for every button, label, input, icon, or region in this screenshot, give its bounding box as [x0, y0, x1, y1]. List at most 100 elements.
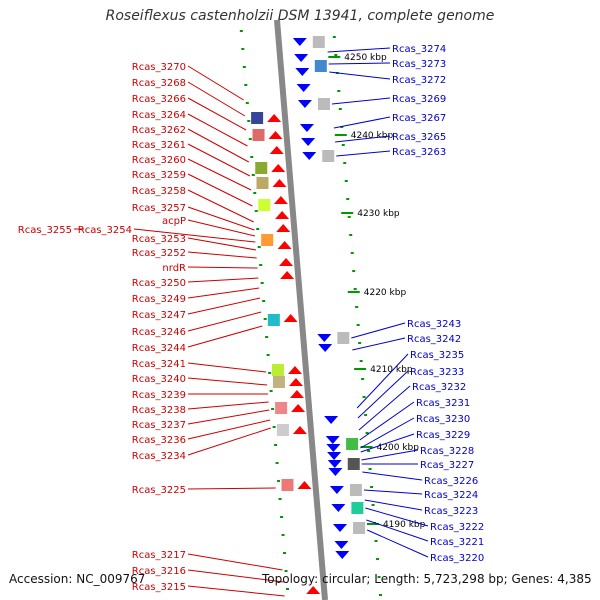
scale-dot: [368, 468, 372, 470]
scale-dot: [266, 354, 270, 356]
left-gene-label: Rcas_3215: [132, 582, 186, 593]
scale-dot: [272, 426, 276, 428]
forward-gene-arrow: [297, 481, 312, 489]
scale-dot: [353, 288, 357, 290]
right-gene-label: Rcas_3227: [420, 460, 474, 471]
gene-box: [252, 129, 265, 141]
left-leader-line: [187, 287, 260, 299]
left-leader-line: [133, 228, 256, 243]
scale-dot: [250, 156, 254, 158]
scale-dot: [334, 54, 338, 56]
right-gene-label: Rcas_3222: [430, 522, 484, 533]
scale-dot: [269, 390, 273, 392]
left-gene-label: Rcas_3216: [132, 566, 186, 577]
forward-gene-arrow: [271, 164, 286, 172]
scale-dot: [332, 36, 336, 38]
scale-dot: [256, 228, 260, 230]
right-gene-label: Rcas_3263: [392, 147, 446, 158]
left-leader-line: [187, 362, 267, 373]
scale-label: 4240 kbp: [351, 131, 394, 141]
gene-box: [346, 438, 359, 450]
forward-gene-arrow: [291, 404, 306, 412]
right-leader-line: [367, 529, 429, 558]
left-leader-line: [187, 427, 271, 456]
left-gene-label: nrdR: [162, 263, 186, 274]
right-gene-label: Rcas_3272: [392, 75, 446, 86]
left-gene-label: Rcas_3225: [132, 485, 186, 496]
genome-backbone: [274, 19, 328, 600]
left-gene-label: acpP: [162, 216, 186, 227]
scale-dot: [263, 318, 267, 320]
forward-gene-arrow: [272, 179, 287, 187]
scale-dot: [241, 48, 245, 50]
right-gene-label: Rcas_3230: [416, 414, 470, 425]
scale-dot: [349, 234, 353, 236]
scale-dot: [379, 594, 383, 596]
left-leader-line: [187, 128, 249, 163]
scale-dot: [338, 108, 342, 110]
left-leader-line: [187, 401, 269, 410]
left-leader-line: [187, 377, 268, 386]
left-leader-line: [187, 251, 257, 259]
left-gene-label: Rcas_3262: [132, 125, 186, 136]
forward-gene-arrow: [273, 196, 288, 204]
right-leader-line: [363, 489, 423, 495]
reverse-gene-arrow: [294, 54, 309, 62]
left-leader-line: [187, 325, 263, 348]
scale-dot: [257, 246, 261, 248]
right-gene-label: Rcas_3229: [416, 430, 470, 441]
gene-box: [349, 484, 362, 496]
reverse-gene-arrow: [296, 84, 311, 92]
scale-dot: [340, 126, 344, 128]
scale-label: 4190 kbp: [383, 520, 426, 530]
scale-dot: [242, 66, 246, 68]
right-leader-line: [361, 449, 419, 461]
left-leader-line: [187, 569, 284, 583]
scale-dot: [344, 180, 348, 182]
scale-dot: [347, 216, 351, 218]
right-leader-line: [362, 471, 423, 481]
right-leader-line: [365, 507, 429, 527]
right-leader-line: [336, 150, 391, 157]
scale-dot: [262, 300, 266, 302]
right-leader-line: [366, 519, 429, 542]
reverse-gene-arrow: [328, 468, 343, 476]
scale-dot: [359, 360, 363, 362]
gene-box: [317, 98, 330, 110]
topology-summary: Topology: circular; Length: 5,723,298 bp…: [262, 572, 592, 586]
left-leader-line: [187, 97, 247, 131]
right-gene-label: Rcas_3265: [392, 132, 446, 143]
left-leader-line: [187, 266, 258, 269]
scale-dot: [277, 480, 281, 482]
scale-dot: [271, 408, 275, 410]
scale-dot: [268, 372, 272, 374]
left-leader-line: [187, 419, 271, 440]
scale-dot: [254, 210, 258, 212]
scale-dot: [253, 192, 257, 194]
right-leader-line: [364, 499, 423, 511]
right-leader-line: [360, 433, 415, 453]
left-leader-line: [187, 143, 251, 177]
gene-box: [312, 36, 325, 48]
gene-box: [255, 162, 268, 174]
left-leader-line: [187, 113, 248, 147]
forward-gene-arrow: [289, 390, 304, 398]
forward-gene-arrow: [287, 366, 302, 374]
scale-dot: [367, 450, 371, 452]
gene-box: [322, 150, 335, 162]
right-gene-label: Rcas_3243: [407, 319, 461, 330]
gene-box: [275, 402, 288, 414]
left-gene-label: Rcas_3237: [132, 420, 186, 431]
reverse-gene-arrow: [318, 344, 333, 352]
scale-dot: [365, 432, 369, 434]
left-leader-line: [187, 189, 254, 223]
reverse-gene-arrow: [295, 68, 310, 76]
scale-dot: [278, 498, 282, 500]
right-gene-label: Rcas_3231: [416, 398, 470, 409]
scale-dot: [280, 516, 284, 518]
right-gene-label: Rcas_3223: [424, 506, 478, 517]
left-gene-label: Rcas_3253: [132, 234, 186, 245]
reverse-gene-arrow: [326, 444, 341, 452]
left-gene-label: Rcas_3268: [132, 78, 186, 89]
